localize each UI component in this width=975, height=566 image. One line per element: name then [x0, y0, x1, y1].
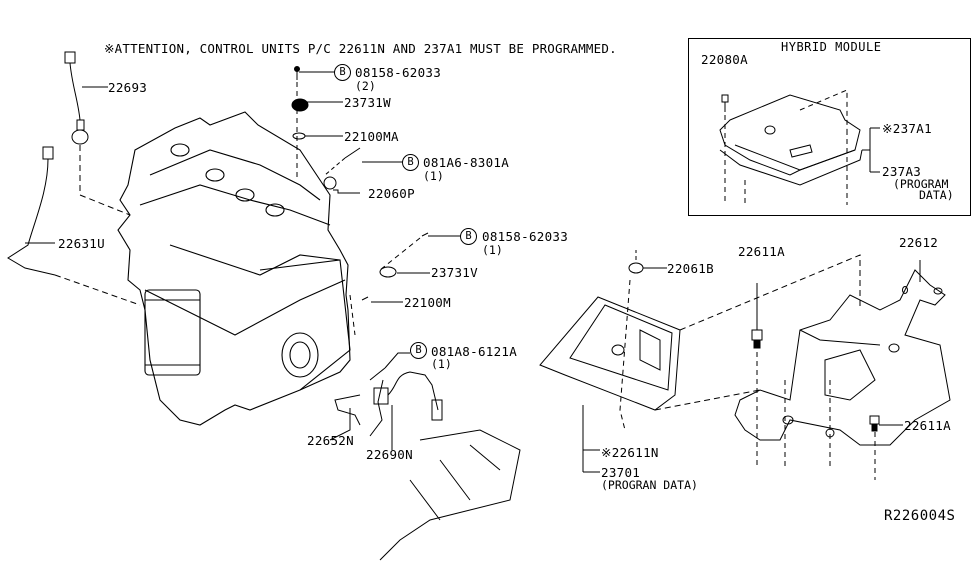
bracket-22612-drawing [734, 260, 951, 480]
qty-label-low: (1) [431, 357, 452, 371]
program-data-note-line2: DATA) [919, 188, 954, 202]
part-label-22690n[interactable]: 22690N [366, 447, 413, 462]
cam-sensor-v-drawing [349, 232, 461, 336]
part-label-08158-62033-right[interactable]: 08158-62033 [482, 229, 569, 244]
hybrid-module-title: HYBRID MODULE [781, 40, 882, 54]
part-label-22080a[interactable]: 22080A [701, 52, 748, 67]
part-label-081a6-8301a[interactable]: 081A6-8301A [423, 155, 510, 170]
bolt-b-marker-icon: B [460, 228, 477, 245]
part-label-22612[interactable]: 22612 [899, 235, 939, 250]
part-label-237a1[interactable]: ※237A1 [882, 121, 932, 136]
ecm-drawing [539, 250, 861, 473]
part-label-22061b[interactable]: 22061B [667, 261, 714, 276]
part-label-23731w[interactable]: 23731W [344, 95, 391, 110]
part-label-23731v[interactable]: 23731V [431, 265, 478, 280]
cam-sensor-stack-drawing [291, 66, 403, 194]
part-label-081a8-6121a[interactable]: 081A8-6121A [431, 344, 518, 359]
part-label-237a3[interactable]: 237A3 [882, 164, 922, 179]
qty-label-top: (2) [355, 79, 376, 93]
part-label-22652n[interactable]: 22652N [307, 433, 354, 448]
part-label-22100ma[interactable]: 22100MA [344, 129, 399, 144]
o2-sensor-22690n-drawing [329, 352, 521, 561]
bolt-b-marker-icon: B [334, 64, 351, 81]
bolt-b-marker-icon: B [410, 342, 427, 359]
bolt-b-marker-icon: B [402, 154, 419, 171]
part-label-22611n[interactable]: ※22611N [601, 445, 659, 460]
part-label-22611a-upper[interactable]: 22611A [738, 244, 785, 259]
hybrid-module-drawing [719, 89, 880, 205]
engine-assembly [117, 111, 351, 426]
part-label-22611a-lower[interactable]: 22611A [904, 418, 951, 433]
programming-notice: ※ATTENTION, CONTROL UNITS P/C 22611N AND… [104, 41, 617, 56]
part-label-22631u[interactable]: 22631U [58, 236, 105, 251]
qty-label-mid: (1) [423, 169, 444, 183]
ecm-program-data-note: (PROGRAN DATA) [601, 478, 698, 492]
diagram-reference-code: R226004S [884, 508, 956, 524]
part-label-22693[interactable]: 22693 [108, 80, 148, 95]
qty-label-right: (1) [482, 243, 503, 257]
hybrid-module-inset [688, 38, 971, 216]
part-label-23701[interactable]: 23701 [601, 465, 641, 480]
part-label-22060p[interactable]: 22060P [368, 186, 415, 201]
part-label-22100m[interactable]: 22100M [404, 295, 451, 310]
sensor-22693-drawing [64, 51, 131, 216]
sensor-22631u-drawing [7, 146, 141, 306]
program-data-note-line1: (PROGRAM [893, 177, 949, 191]
part-label-08158-62033-top[interactable]: 08158-62033 [355, 65, 442, 80]
